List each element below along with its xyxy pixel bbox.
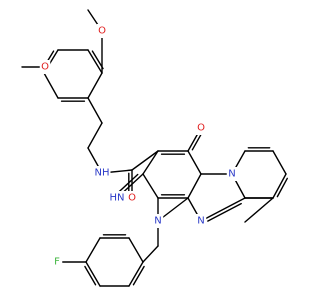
bond-r6-r1 xyxy=(142,150,159,175)
atom-label-ketone-o: O xyxy=(197,123,205,134)
atom-label-background xyxy=(108,191,126,205)
bond-a4-a5 xyxy=(43,72,59,99)
bond-r2-ok-double xyxy=(191,131,203,151)
bond-f3-f4-double xyxy=(84,265,97,286)
atom-label-background xyxy=(96,24,108,38)
bond-ch2-f1 xyxy=(142,245,159,263)
bond-e1-e2 xyxy=(87,122,103,149)
bond-a1-a2-double xyxy=(91,50,104,70)
bond-a2-a3 xyxy=(87,72,103,99)
bond-r3-r4 xyxy=(187,173,202,199)
bond-f4-f5 xyxy=(85,237,101,263)
atom-label-background xyxy=(195,121,207,135)
atom-label-background xyxy=(126,191,138,205)
bond-r5-r6 xyxy=(142,173,159,199)
bond-q5-me xyxy=(244,197,274,223)
bond-q3-q4 xyxy=(272,150,287,175)
atom-label-background xyxy=(226,167,238,181)
bond-a1-a2 xyxy=(87,49,103,74)
bond-f1-f2-double xyxy=(132,265,145,286)
bond-r2-r3 xyxy=(187,150,202,175)
atom-label-ring-n-bridge: N xyxy=(154,216,161,227)
atom-label-ring-n-right: N xyxy=(228,169,235,180)
atom-label-background xyxy=(195,214,207,228)
atom-label-background xyxy=(152,214,164,228)
atom-label-background xyxy=(39,60,51,74)
bond-a3-e1 xyxy=(87,97,103,124)
bond-f3-f4 xyxy=(85,261,101,287)
bond-f1-f2 xyxy=(128,261,144,287)
atom-label-background xyxy=(51,255,63,269)
bond-nbt-q6-double xyxy=(207,202,242,222)
bond-f6-f1 xyxy=(128,237,144,263)
bond-cam-r1 xyxy=(131,150,159,171)
bond-q4-q5 xyxy=(272,173,287,199)
atom-label-methoxy-o-top: O xyxy=(98,26,106,37)
atom-label-amide-o: O xyxy=(128,193,136,204)
atom-label-methoxy-o-left: O xyxy=(41,62,49,73)
bond-nbt-q6 xyxy=(200,197,246,222)
atom-label-amide-nh: NH xyxy=(95,168,110,179)
atom-label-ring-n-bottom: N xyxy=(197,216,204,227)
atom-label-imine-nh: HN xyxy=(110,193,125,204)
atom-label-fluorine: F xyxy=(54,257,60,268)
bond-layer xyxy=(21,9,288,287)
bond-r6-im-double xyxy=(117,173,139,194)
atom-label-background xyxy=(93,166,111,180)
bond-q4-q5-double xyxy=(276,177,288,198)
